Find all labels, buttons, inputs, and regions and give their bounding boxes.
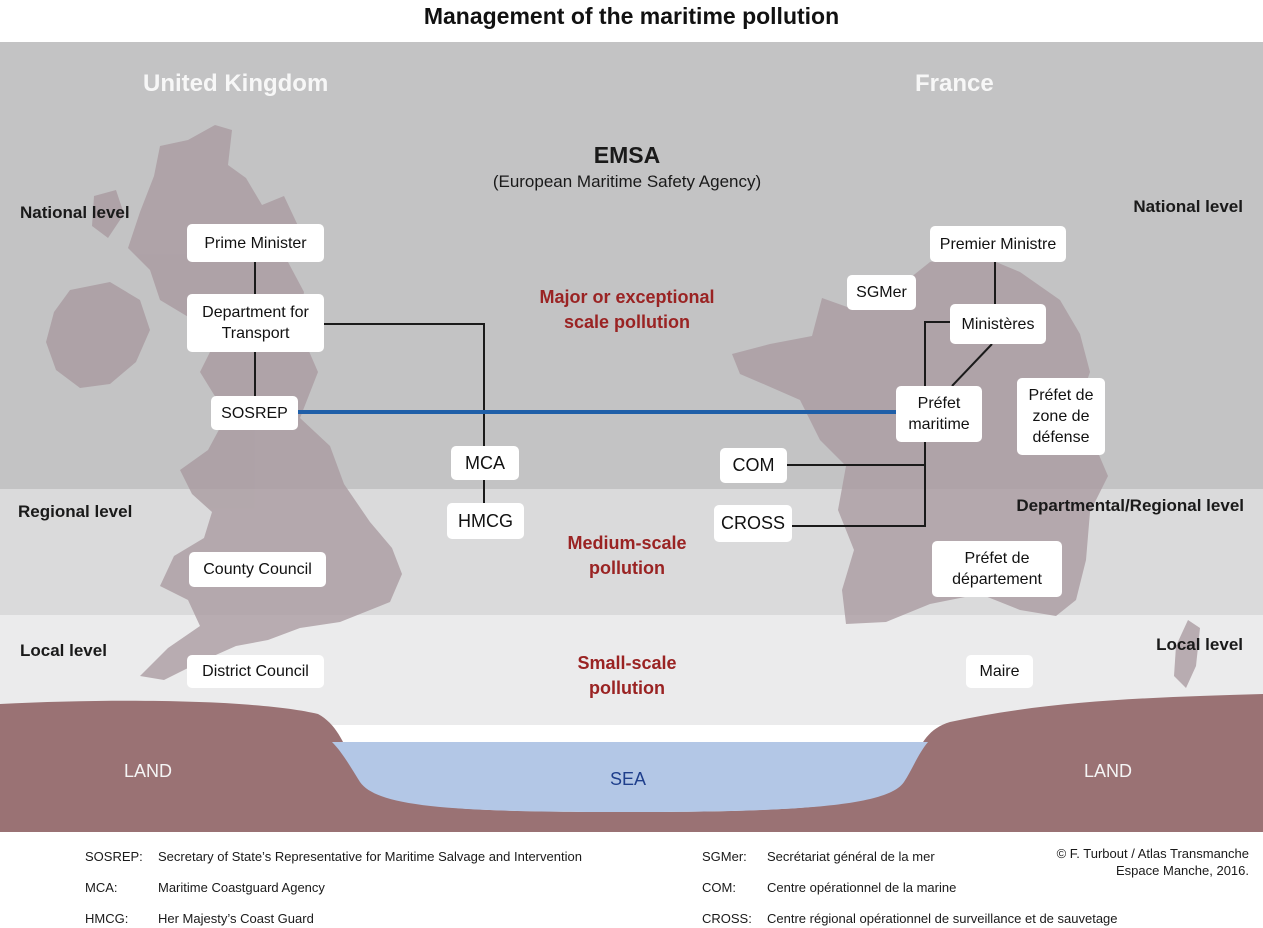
box-premier-ministre: Premier Ministre — [930, 226, 1066, 262]
box-mca: MCA — [451, 446, 519, 480]
scale-major: Major or exceptional scale pollution — [502, 285, 752, 335]
scale-medium-line1: Medium-scale — [567, 533, 687, 553]
scale-small: Small-scale pollution — [527, 651, 727, 701]
dft-line2: Transport — [221, 325, 290, 342]
box-com: COM — [720, 448, 787, 483]
box-department-for-transport: Department for Transport — [187, 294, 324, 352]
box-prime-minister: Prime Minister — [187, 224, 324, 262]
box-prefet-zone-defense: Préfet de zone de défense — [1017, 378, 1105, 455]
box-ministeres: Ministères — [950, 304, 1046, 344]
prefet-dept-line2: département — [952, 571, 1042, 588]
dft-line1: Department for — [202, 304, 309, 321]
scale-major-line1: Major or exceptional — [539, 287, 715, 307]
diagram-title: Management of the maritime pollution — [423, 3, 840, 29]
box-sgmer: SGMer — [847, 275, 916, 310]
legend-abbr: SGMer: — [702, 849, 747, 864]
credit-line2: Espace Manche, 2016. — [1116, 863, 1249, 878]
emsa-title: EMSA — [593, 142, 661, 168]
credit: © F. Turbout / Atlas Transmanche Espace … — [1057, 845, 1249, 879]
uk-connectors — [254, 262, 485, 503]
scale-major-line2: scale pollution — [563, 312, 691, 332]
land-label-left: LAND — [124, 761, 173, 781]
legend-definition: Secretary of State’s Representative for … — [158, 849, 582, 864]
legend-definition: Centre opérationnel de la marine — [767, 880, 957, 895]
prefet-zone-line1: Préfet de — [1028, 387, 1094, 404]
level-national-left: National level — [20, 203, 130, 222]
prefet-dept-line1: Préfet de — [964, 550, 1030, 567]
prefet-zone-line3: défense — [1032, 429, 1090, 446]
legend-abbr: CROSS: — [702, 911, 752, 926]
level-regional-left: Regional level — [18, 502, 133, 521]
box-county-council: County Council — [189, 552, 326, 587]
prefet-maritime-line2: maritime — [908, 416, 970, 433]
level-local-left: Local level — [20, 641, 107, 660]
scale-medium-line2: pollution — [589, 558, 665, 578]
box-prefet-maritime: Préfet maritime — [896, 386, 982, 442]
prefet-maritime-line1: Préfet — [917, 395, 961, 412]
level-regional-right: Departmental/Regional level — [1016, 496, 1244, 515]
box-cross: CROSS — [714, 505, 792, 542]
legend-definition: Maritime Coastguard Agency — [158, 880, 325, 895]
sea-shape — [332, 742, 928, 812]
country-france: France — [915, 70, 994, 97]
land-label-right: LAND — [1084, 761, 1133, 781]
prefet-zone-line2: zone de — [1032, 408, 1090, 425]
legend-abbr: SOSREP: — [85, 849, 143, 864]
legend-definition: Secrétariat général de la mer — [767, 849, 935, 864]
scale-small-line2: pollution — [589, 678, 665, 698]
legend-abbr: HMCG: — [85, 911, 129, 926]
sea-label: SEA — [610, 769, 647, 789]
box-maire: Maire — [966, 655, 1033, 688]
land-shape — [0, 694, 1263, 832]
legend-definition: Her Majesty’s Coast Guard — [158, 911, 314, 926]
box-district-council: District Council — [187, 655, 324, 688]
level-national-right: National level — [1133, 197, 1243, 216]
scale-small-line1: Small-scale — [577, 653, 677, 673]
emsa-full-name: (European Maritime Safety Agency) — [492, 172, 762, 191]
box-sosrep: SOSREP — [211, 396, 298, 430]
legend-abbr: COM: — [702, 880, 736, 895]
credit-line1: © F. Turbout / Atlas Transmanche — [1056, 846, 1249, 861]
country-uk: United Kingdom — [143, 70, 329, 97]
scale-medium: Medium-scale pollution — [527, 531, 727, 581]
box-hmcg: HMCG — [447, 503, 524, 539]
box-prefet-departement: Préfet de département — [932, 541, 1062, 597]
level-local-right: Local level — [1156, 635, 1243, 654]
legend-definition: Centre régional opérationnel de surveill… — [767, 911, 1118, 926]
legend-abbr: MCA: — [85, 880, 118, 895]
